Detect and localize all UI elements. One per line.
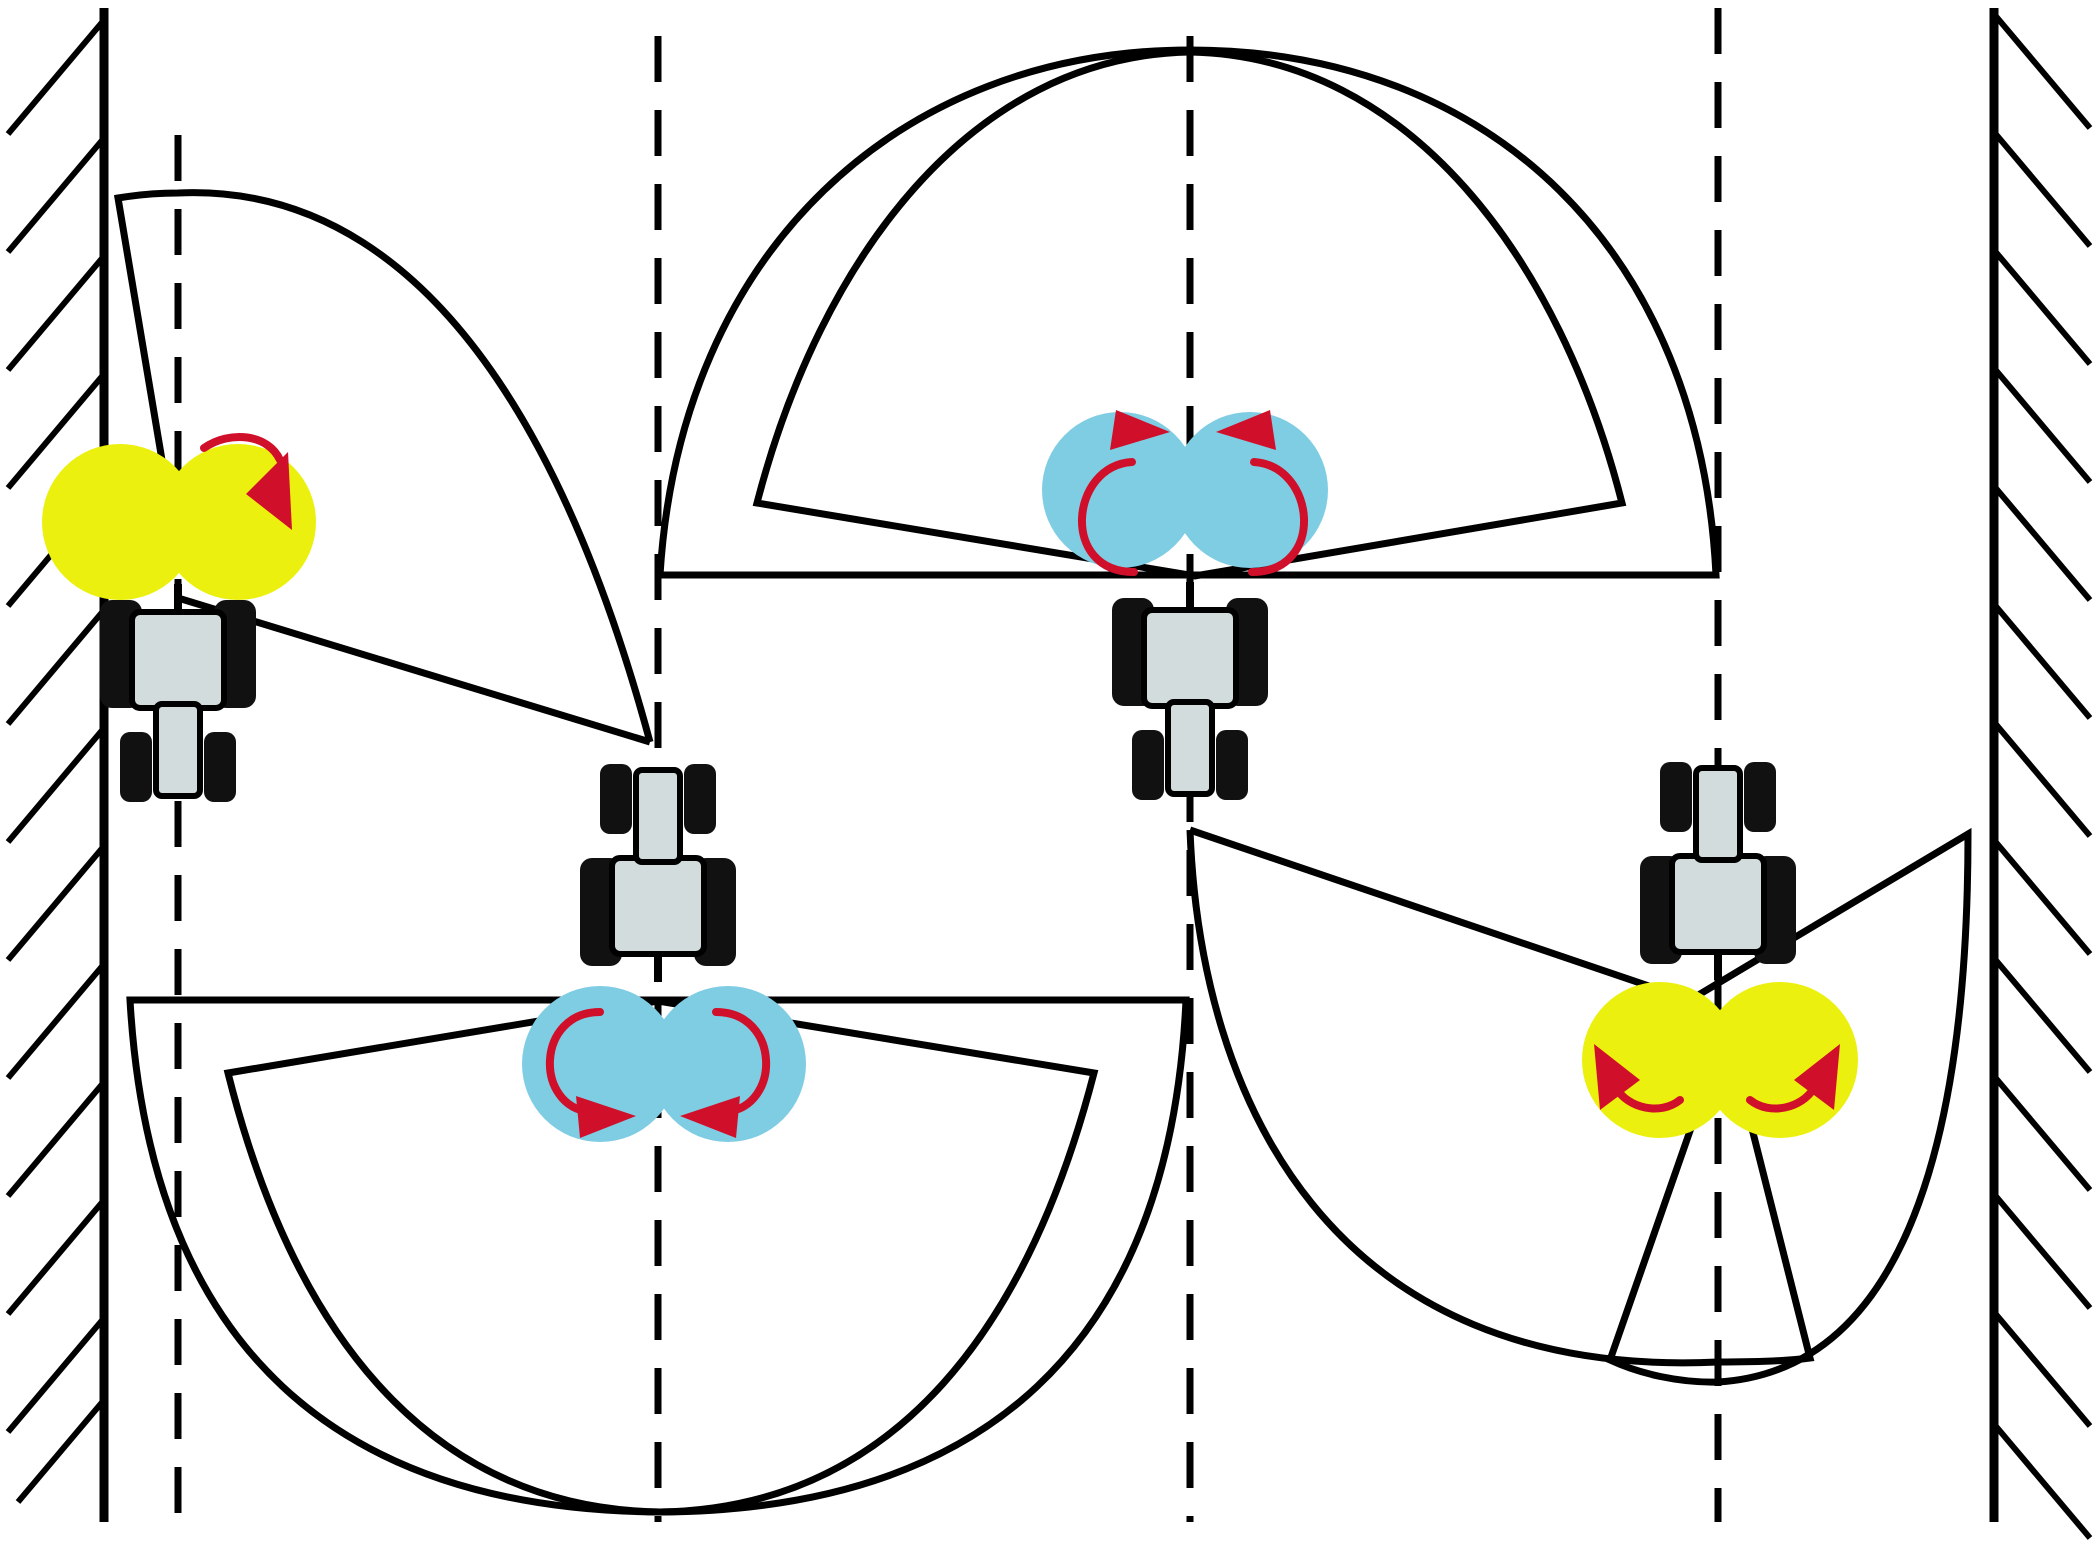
turn-arrow-head	[576, 1096, 636, 1138]
tractor-2	[580, 764, 736, 982]
tractor-icon	[100, 584, 256, 802]
turn-arrow-icon	[712, 1008, 771, 1116]
marker-yellow-left	[42, 432, 316, 600]
marker-yellow-right	[1582, 982, 1858, 1138]
turn-arrow-head	[680, 1096, 740, 1138]
marker-blue-bottom	[522, 986, 806, 1142]
tractor-icon	[1112, 582, 1268, 800]
turn-arrow-icon	[200, 432, 284, 464]
tractor-icon	[580, 764, 736, 982]
tractor-3	[1112, 582, 1268, 800]
tractor-1	[100, 584, 256, 802]
tractor-4	[1640, 762, 1796, 980]
turn-arrow-head	[1594, 1044, 1640, 1110]
turn-arrow-icon	[1746, 1084, 1818, 1113]
turn-arrow-head	[246, 452, 292, 530]
field-boundary-left	[5, 8, 109, 1522]
turn-arrow-icon	[545, 1008, 604, 1116]
tractor-icon	[1640, 762, 1796, 980]
turn-arrow-head	[1110, 410, 1170, 450]
turn-path-right	[1186, 826, 1972, 1386]
turn-path-left-top	[113, 189, 654, 746]
turn-arrow-head	[1794, 1044, 1840, 1110]
turn-arrow-icon	[1248, 458, 1308, 576]
turn-arrow-head	[1216, 410, 1276, 450]
turn-arrow-icon	[1078, 458, 1138, 576]
field-boundary-right	[1989, 8, 2093, 1540]
turn-path-center-bottom	[126, 996, 1190, 1516]
turn-path-center-top	[656, 46, 1720, 580]
track-lines	[174, 8, 1722, 1522]
marker-blue-top	[1042, 410, 1328, 576]
